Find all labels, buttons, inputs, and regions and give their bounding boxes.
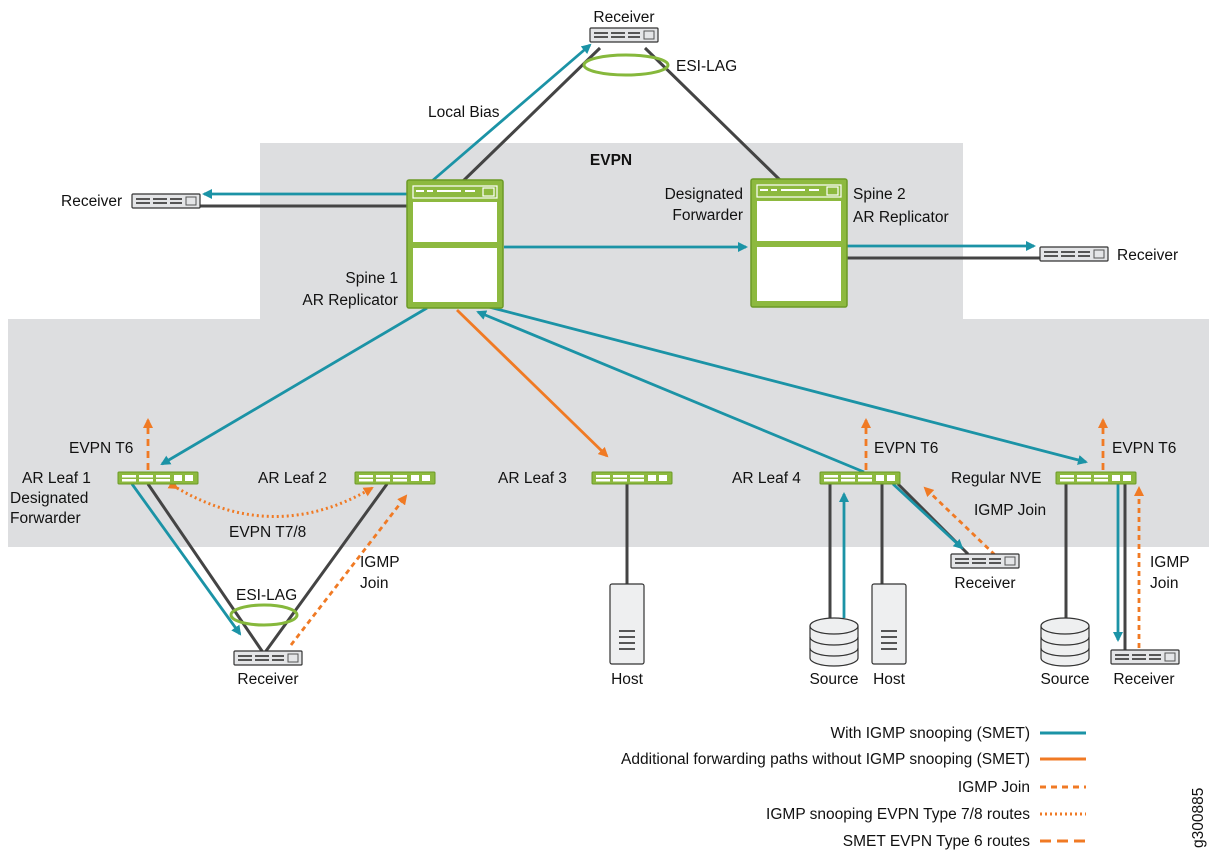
esi-lag-bottom-ring <box>229 603 299 627</box>
spine1-label: Spine 1 <box>345 270 398 287</box>
legend-label-3: IGMP snooping EVPN Type 7/8 routes <box>766 806 1030 823</box>
evpn-title: EVPN <box>590 152 632 169</box>
source-nve-label: Source <box>1040 671 1089 688</box>
ar-leaf2-label: AR Leaf 2 <box>258 470 327 487</box>
ar-leaf4-switch <box>819 471 901 485</box>
spine2-forwarder-label: Forwarder <box>672 207 743 224</box>
legend-label-2: IGMP Join <box>958 779 1030 796</box>
legend-label-4: SMET EVPN Type 6 routes <box>843 833 1030 850</box>
receiver-leaf4-label: Receiver <box>954 575 1015 592</box>
teal-flows <box>130 43 1123 642</box>
source-leaf4-database <box>809 617 859 667</box>
evpn-t6-leaf4-label: EVPN T6 <box>874 440 938 457</box>
local-bias-label: Local Bias <box>428 104 500 121</box>
host-leaf4-server <box>871 583 907 665</box>
physical-links <box>146 46 1127 652</box>
evpn-region-lower <box>8 319 1209 547</box>
ar-leaf3-switch <box>591 471 673 485</box>
igmp-join-leaf4-label: IGMP Join <box>974 502 1046 519</box>
receiver-left-label: Receiver <box>61 193 122 210</box>
esi-lag-top-label: ESI-LAG <box>676 58 737 75</box>
ar-leaf1-label: AR Leaf 1 <box>22 470 91 487</box>
receiver-nve-label: Receiver <box>1113 671 1174 688</box>
host-leaf3-label: Host <box>611 671 644 688</box>
igmp-nve-label: IGMP <box>1150 554 1190 571</box>
leaf1-forwarder-label: Forwarder <box>10 510 81 527</box>
host-leaf4-label: Host <box>873 671 906 688</box>
spine2-label: Spine 2 <box>853 186 906 203</box>
igmp-join-arrows <box>289 486 1144 648</box>
spine2-designated-label: Designated <box>665 186 743 203</box>
receiver-right-switch <box>1039 246 1109 262</box>
regular-nve-label: Regular NVE <box>951 470 1041 487</box>
legend: With IGMP snooping (SMET) Additional for… <box>621 725 1086 850</box>
ar-leaf2-switch <box>354 471 436 485</box>
evpn-t78-arrow <box>167 479 374 518</box>
spine2-role-label: AR Replicator <box>853 209 949 226</box>
evpn-t78-label: EVPN T7/8 <box>229 524 306 541</box>
legend-label-0: With IGMP snooping (SMET) <box>830 725 1030 742</box>
evpn-t6-nve-label: EVPN T6 <box>1112 440 1176 457</box>
source-leaf4-label: Source <box>809 671 858 688</box>
esi-lag-top-ring <box>582 53 670 77</box>
evpn-t6-leaf1-label: EVPN T6 <box>69 440 133 457</box>
receiver-nve-switch <box>1110 649 1180 665</box>
orange-forwarding-path <box>456 308 609 458</box>
receiver-left-switch <box>131 193 201 209</box>
receiver-top-switch <box>589 27 659 43</box>
join-leaf2-label: Join <box>360 575 388 592</box>
receiver-leaf4-switch <box>950 553 1020 569</box>
receiver-top-label: Receiver <box>593 9 654 26</box>
figure-id: g300885 <box>1190 788 1207 848</box>
source-nve-database <box>1040 617 1090 667</box>
spine1-role-label: AR Replicator <box>302 292 398 309</box>
smet-type6-arrows <box>143 418 1108 470</box>
esi-lag-bottom-label: ESI-LAG <box>236 587 297 604</box>
join-nve-label: Join <box>1150 575 1178 592</box>
spine1-chassis <box>406 179 504 309</box>
spine2-chassis <box>750 178 848 308</box>
regular-nve-switch <box>1055 471 1137 485</box>
legend-label-1: Additional forwarding paths without IGMP… <box>621 751 1030 768</box>
leaf1-designated-label: Designated <box>10 490 88 507</box>
receiver-bottom-left-label: Receiver <box>237 671 298 688</box>
igmp-leaf2-label: IGMP <box>360 554 400 571</box>
receiver-right-label: Receiver <box>1117 247 1178 264</box>
host-leaf3-server <box>609 583 645 665</box>
receiver-bottom-left-switch <box>233 650 303 666</box>
ar-leaf3-label: AR Leaf 3 <box>498 470 567 487</box>
ar-leaf4-label: AR Leaf 4 <box>732 470 801 487</box>
ar-leaf1-switch <box>117 471 199 485</box>
